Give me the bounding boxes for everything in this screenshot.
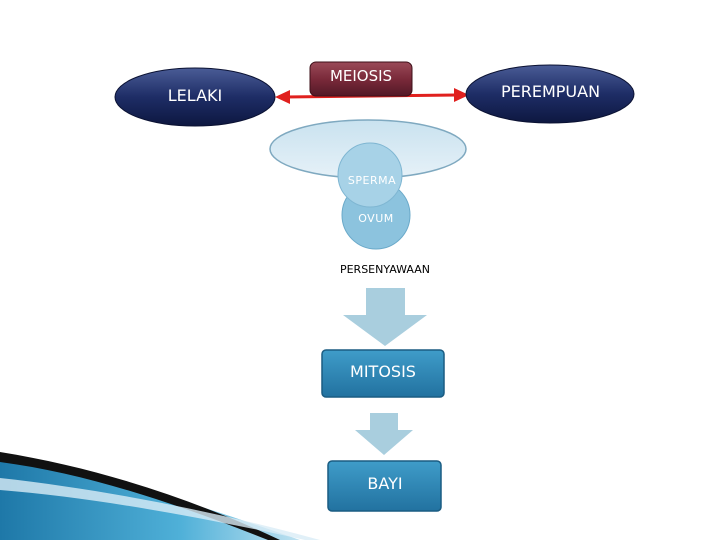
swoosh-black-stripe (0, 452, 280, 540)
lelaki-label: LELAKI (167, 86, 223, 105)
perempuan-label: PEREMPUAN (500, 82, 601, 101)
perempuan-oval (465, 64, 635, 124)
ovum-label: OVUM (358, 212, 394, 225)
persenyawaan-label: PERSENYAWAAN (339, 263, 431, 276)
down-arrow-1 (343, 288, 427, 346)
down-arrow-2 (355, 413, 413, 455)
meiosis-label: MEIOSIS (329, 67, 393, 85)
corner-swoosh-decoration (0, 452, 320, 540)
bayi-label: BAYI (367, 474, 403, 493)
lelaki-oval (114, 67, 276, 127)
mitosis-label: MITOSIS (350, 362, 416, 381)
mitosis-box (321, 349, 445, 398)
bayi-box (327, 460, 442, 512)
meiosis-box (309, 61, 413, 97)
sperma-circle (337, 142, 403, 208)
swoosh-light-stripe (0, 478, 320, 540)
sperma-label: SPERMA (347, 174, 397, 187)
